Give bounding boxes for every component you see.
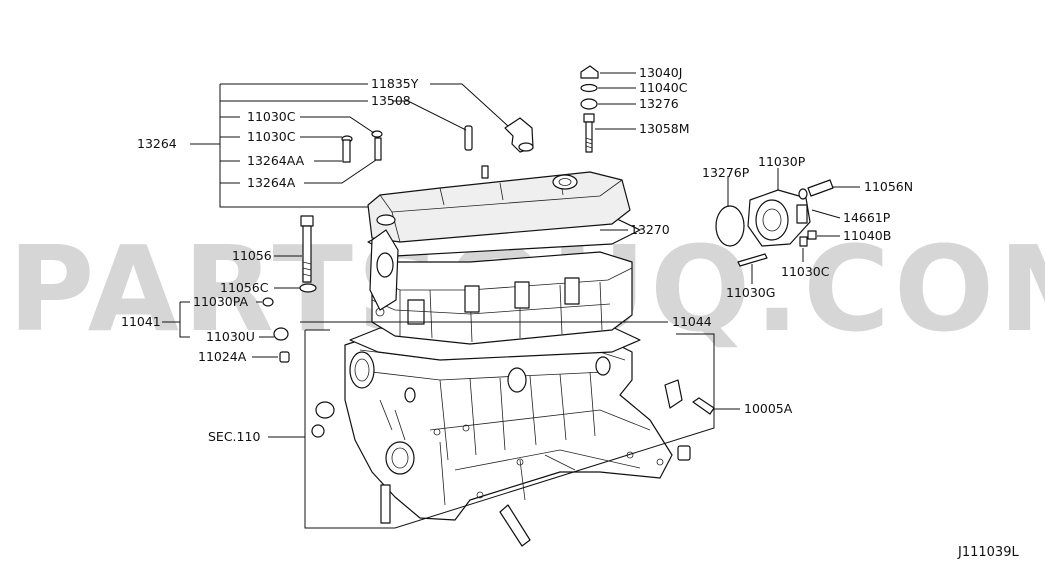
part-13040J-cap	[580, 65, 599, 79]
label-11030C-a: 11030C	[247, 109, 296, 124]
part-11030C-nut-right	[799, 236, 808, 247]
part-11024A-plug	[279, 351, 290, 363]
part-13058M-stud	[583, 113, 595, 153]
label-11030U: 11030U	[206, 329, 255, 344]
label-13270: 13270	[630, 222, 670, 237]
part-11056-head-bolt	[300, 215, 314, 283]
label-sec110: SEC.110	[208, 429, 260, 444]
label-11030P: 11030P	[758, 154, 806, 169]
label-13040J: 13040J	[639, 65, 682, 80]
block-dowel	[677, 445, 691, 461]
cylinder-block	[344, 334, 673, 521]
block-plug	[664, 379, 683, 409]
part-11030C-washer-a	[371, 130, 383, 138]
label-11056N: 11056N	[864, 179, 913, 194]
label-11040C: 11040C	[639, 80, 688, 95]
label-13058M: 13058M	[639, 121, 690, 136]
part-11030G-stud	[737, 253, 768, 267]
label-13264: 13264	[137, 136, 177, 151]
part-11056N-bolt	[807, 179, 834, 197]
part-11056C-washer	[299, 283, 317, 293]
cylinder-head	[371, 251, 633, 345]
label-11044: 11044	[672, 314, 712, 329]
label-11040B: 11040B	[843, 228, 891, 243]
block-seal-upper	[315, 401, 335, 419]
label-11835Y: 11835Y	[371, 76, 419, 91]
label-11030G: 11030G	[726, 285, 775, 300]
part-11030PA	[262, 297, 274, 307]
label-13264AA: 13264AA	[247, 153, 305, 168]
reference-code: J111039L	[957, 545, 1019, 560]
part-11040B-nut	[807, 230, 817, 240]
label-13276P: 13276P	[702, 165, 750, 180]
front-seal	[376, 252, 394, 278]
label-11056C: 11056C	[220, 280, 269, 295]
part-11040C-washer	[580, 83, 598, 93]
part-13276-seal	[580, 98, 598, 110]
leader-lines	[162, 72, 860, 529]
part-10005A-bolt	[692, 397, 715, 415]
label-11056: 11056	[232, 248, 272, 263]
engine-assembly-illustration	[344, 165, 683, 521]
label-10005A: 10005A	[744, 401, 793, 416]
label-11024A: 11024A	[198, 349, 247, 364]
label-13264A: 13264A	[247, 175, 296, 190]
label-11030C-c: 11030C	[781, 264, 830, 279]
block-seal-lower	[311, 424, 325, 438]
rocker-cover	[367, 165, 631, 243]
label-14661P: 14661P	[843, 210, 891, 225]
label-11030C-b: 11030C	[247, 129, 296, 144]
part-11030P-water-outlet	[747, 189, 811, 247]
block-bolt-b	[499, 504, 531, 547]
block-bolt-a	[380, 484, 391, 524]
label-13276: 13276	[639, 96, 679, 111]
part-labels: 11835Y 13508 11030C 11030C 13264 13264AA…	[121, 65, 913, 444]
label-11030PA: 11030PA	[193, 294, 249, 309]
part-13264A-bolt	[374, 137, 382, 161]
part-13508-pin	[464, 125, 473, 151]
part-13276P-oring	[715, 205, 745, 247]
label-11041: 11041	[121, 314, 161, 329]
part-14661P	[798, 188, 808, 200]
label-13508: 13508	[371, 93, 411, 108]
part-13264AA-bolt	[342, 139, 351, 163]
part-11030U-seal	[273, 327, 289, 341]
